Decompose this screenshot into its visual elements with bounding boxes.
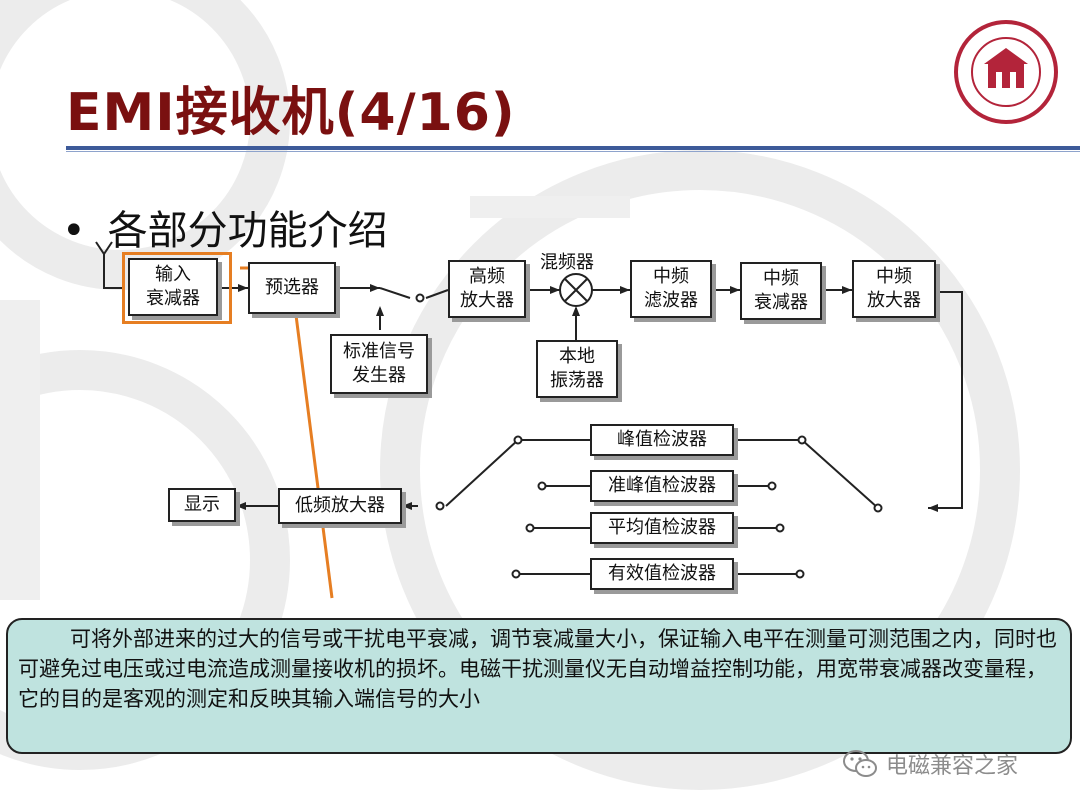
watermark-text: 电磁兼容之家 [886,754,1019,779]
block-if-filter: 中频 滤波器 [630,260,712,318]
block-rms-detector: 有效值检波器 [590,558,734,590]
bullet-text: 各部分功能介绍 [107,208,388,254]
mixer-icon [559,273,593,307]
block-input-attenuator: 输入 衰减器 [128,258,218,316]
block-display: 显示 [168,488,236,522]
block-if-attenuator: 中频 衰减器 [740,262,822,320]
block-rf-amplifier: 高频 放大器 [448,260,526,318]
wechat-icon [843,750,877,777]
block-average-detector: 平均值检波器 [590,512,734,544]
slide-title: EMI接收机(4/16) [66,83,516,143]
block-std-signal-generator: 标准信号 发生器 [330,334,428,394]
antenna-icon [95,241,124,289]
title-divider-thin [66,151,1080,152]
block-if-amplifier: 中频 放大器 [852,260,936,318]
block-peak-detector: 峰值检波器 [590,424,734,456]
block-preselector: 预选器 [248,262,336,314]
callout-pointer [240,266,334,599]
university-seal-icon [954,20,1058,124]
block-quasi-peak-detector: 准峰值检波器 [590,470,734,502]
explanation-callout: 可将外部进来的过大的信号或干扰电平衰减，调节衰减量大小，保证输入电平在测量可测范… [6,618,1072,754]
input-attenuator-highlight [122,252,232,324]
mixer-label: 混频器 [540,252,594,273]
bullet-item: •各部分功能介绍 [62,208,388,254]
watermark: 电磁兼容之家 [842,748,1018,780]
block-lf-amplifier: 低频放大器 [278,488,402,524]
title-divider [66,146,1080,150]
block-local-oscillator: 本地 振荡器 [536,340,618,398]
